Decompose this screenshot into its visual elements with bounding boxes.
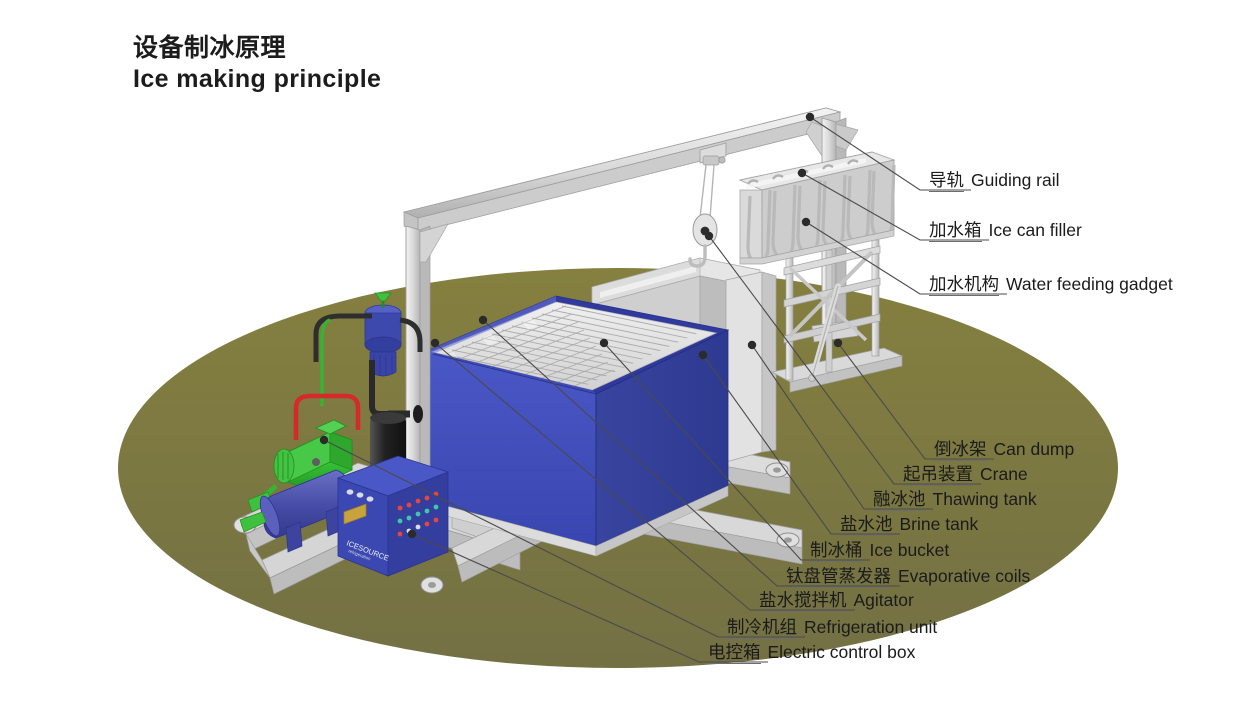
leader-line-evaporative-coils xyxy=(482,319,900,587)
lifting-eye xyxy=(420,576,444,594)
leader-anchor-dot-water-feeding-gadget xyxy=(801,217,811,227)
leader-anchor-dot-thawing-tank xyxy=(747,340,757,350)
callout-cn-water-feeding-gadget: 加水机构 xyxy=(929,274,999,296)
callout-agitator: 盐水搅拌机 Agitator xyxy=(759,590,914,612)
page-title: 设备制冰原理 Ice making principle xyxy=(133,33,381,94)
title-english: Ice making principle xyxy=(133,64,382,93)
callout-en-ice-bucket: Ice bucket xyxy=(869,540,950,560)
leader-line-thawing-tank xyxy=(751,344,933,510)
control-box-nameplate xyxy=(343,503,367,525)
callout-guiding-rail: 导轨 Guiding rail xyxy=(929,170,1060,192)
callout-en-crane: Crane xyxy=(980,464,1028,484)
callout-cn-refrigeration-unit: 制冷机组 xyxy=(727,617,797,639)
leader-anchor-dot-ice-bucket xyxy=(599,338,609,348)
callout-ice-can-filler: 加水箱 Ice can filler xyxy=(929,220,1082,242)
leader-line-ice-can-filler xyxy=(801,172,989,241)
callout-cn-electric-control-box: 电控箱 xyxy=(708,642,761,664)
callout-ice-bucket: 制冰桶 Ice bucket xyxy=(810,540,950,562)
tank-end-panel xyxy=(725,271,777,463)
callout-can-dump: 倒冰架 Can dump xyxy=(934,439,1075,461)
leader-anchor-dot-refrigeration-unit xyxy=(319,435,329,445)
control-box-buttons[interactable] xyxy=(346,489,374,502)
callout-electric-control-box: 电控箱 Electric control box xyxy=(708,642,916,664)
callout-cn-guiding-rail: 导轨 xyxy=(929,170,964,192)
electric-control-box-body: ICESOURCE refrigeration xyxy=(336,455,450,577)
callout-cn-can-dump: 倒冰架 xyxy=(934,439,987,461)
callout-en-ice-can-filler: Ice can filler xyxy=(988,220,1082,240)
leader-line-electric-control-box xyxy=(411,533,768,663)
leader-anchor-dot-brine-tank xyxy=(698,350,708,360)
callout-crane: 起吊装置 Crane xyxy=(903,464,1028,486)
brine-agitator-motor xyxy=(313,292,423,406)
callout-water-feeding-gadget: 加水机构 Water feeding gadget xyxy=(929,274,1173,296)
callout-cn-evaporative-coils: 钛盘管蒸发器 xyxy=(786,566,891,588)
callout-en-brine-tank: Brine tank xyxy=(899,514,979,534)
leader-line-guiding-rail xyxy=(809,116,971,191)
leader-anchor-dot-crane xyxy=(704,231,714,241)
leader-line-brine-tank xyxy=(702,354,900,535)
callout-cn-crane: 起吊装置 xyxy=(903,464,973,486)
leader-anchor-dot-agitator xyxy=(430,338,440,348)
leader-anchor-dots xyxy=(319,112,843,539)
leader-line-agitator xyxy=(434,342,855,611)
callout-cn-thawing-tank: 融冰池 xyxy=(873,489,926,511)
callout-en-agitator: Agitator xyxy=(853,590,914,610)
callout-en-thawing-tank: Thawing tank xyxy=(932,489,1037,509)
brine-tank-body xyxy=(422,295,730,557)
leader-anchor-dot-evaporative-coils xyxy=(478,315,488,325)
leader-line-can-dump xyxy=(837,342,994,460)
callout-cn-ice-bucket: 制冰桶 xyxy=(810,540,863,562)
callout-en-guiding-rail: Guiding rail xyxy=(971,170,1060,190)
leader-line-ice-bucket xyxy=(603,342,870,561)
leader-line-refrigeration-unit xyxy=(323,439,805,638)
callout-en-refrigeration-unit: Refrigeration unit xyxy=(804,617,938,637)
callout-en-can-dump: Can dump xyxy=(993,439,1075,459)
callout-en-evaporative-coils: Evaporative coils xyxy=(898,566,1031,586)
leader-line-water-feeding-gadget xyxy=(805,221,1007,295)
callout-brine-tank: 盐水池 Brine tank xyxy=(840,514,979,536)
callout-cn-agitator: 盐水搅拌机 xyxy=(759,590,847,612)
leader-anchor-dot-ice-can-filler xyxy=(797,168,807,178)
callout-en-electric-control-box: Electric control box xyxy=(767,642,916,662)
leader-lines xyxy=(323,116,1007,663)
title-chinese: 设备制冰原理 xyxy=(133,34,287,62)
callout-thawing-tank: 融冰池 Thawing tank xyxy=(873,489,1037,511)
leader-anchor-dot-electric-control-box xyxy=(407,529,417,539)
callout-refrigeration-unit: 制冷机组 Refrigeration unit xyxy=(727,617,938,639)
callout-evaporative-coils: 钛盘管蒸发器 Evaporative coils xyxy=(786,566,1031,588)
callout-en-water-feeding-gadget: Water feeding gadget xyxy=(1006,274,1173,294)
leader-anchor-dot-can-dump xyxy=(833,338,843,348)
lifting-eye xyxy=(776,532,800,548)
liquid-receiver-vessel xyxy=(239,469,349,553)
leader-anchor-dot-guiding-rail xyxy=(805,112,815,122)
ice-can-filler-tank xyxy=(738,151,896,265)
leader-line-crane xyxy=(708,235,981,485)
callout-cn-ice-can-filler: 加水箱 xyxy=(929,220,982,242)
callout-cn-brine-tank: 盐水池 xyxy=(840,514,893,536)
